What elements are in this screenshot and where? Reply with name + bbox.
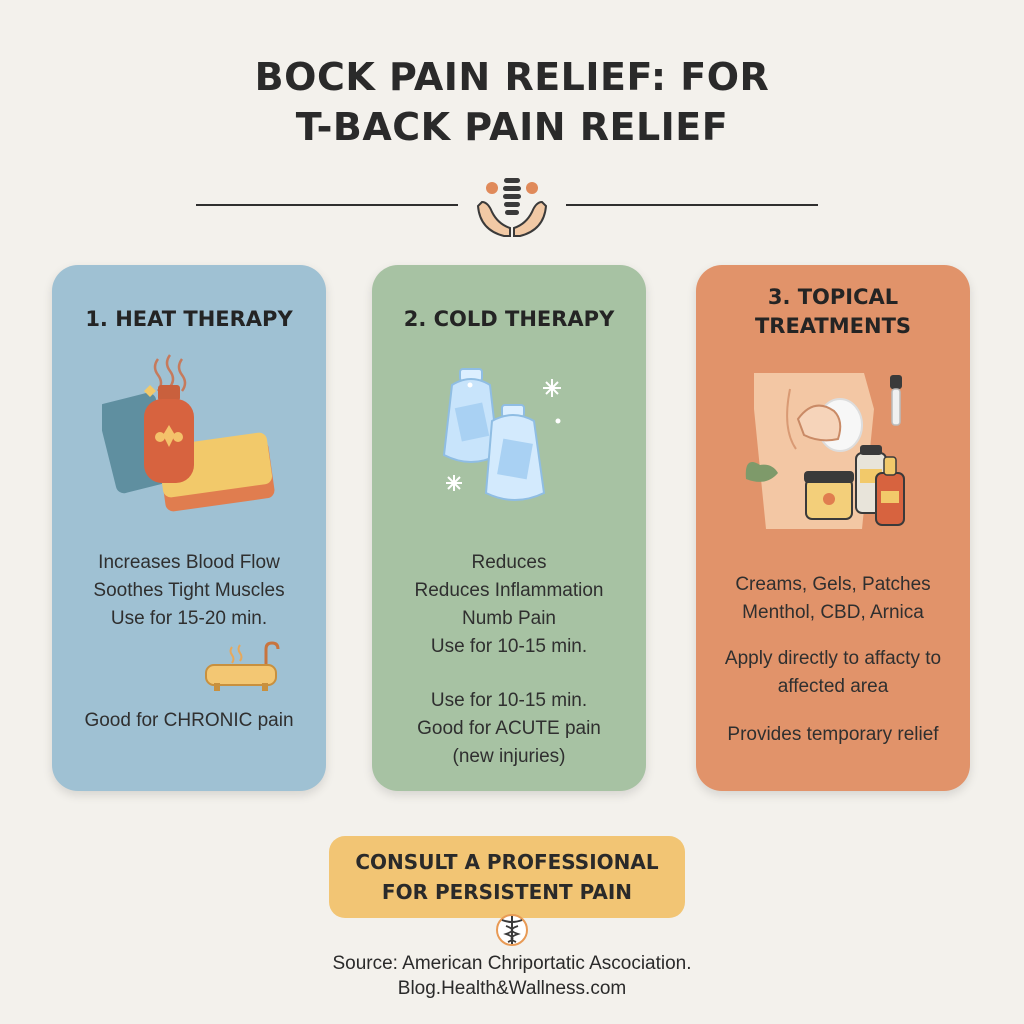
ice-pack-icon <box>442 368 561 501</box>
topical-application: Apply directly to affacty to affected ar… <box>696 645 970 701</box>
heat-therapy-title: 1. HEAT THERAPY <box>85 307 293 331</box>
heat-line-2: Soothes Tight Muscles <box>93 580 285 601</box>
hot-water-bottle-icon <box>102 354 275 512</box>
cold-therapy-card: 2. COLD THERAPY Reduces Reduces Inflamma… <box>372 265 646 791</box>
topical-line-1: Creams, Gels, Patches <box>735 574 931 595</box>
divider-left <box>196 204 458 206</box>
cold-line-2: Reduces Inflammation <box>414 580 604 601</box>
topical-line-2: Menthol, CBD, Arnica <box>742 602 924 623</box>
source-line-2: Blog.Health&Wallness.com <box>397 978 627 999</box>
topical-products: Creams, Gels, Patches Menthol, CBD, Arni… <box>696 571 970 627</box>
cta-line-1: CONSULT A PROFESSIONAL <box>355 850 659 874</box>
heat-line-1: Increases Blood Flow <box>98 552 280 573</box>
heat-line-3: Use for 15-20 min. <box>110 608 268 629</box>
title-line-2: T-BACK PAIN RELIEF <box>295 105 729 149</box>
topical-cream-icon <box>745 373 905 529</box>
heat-therapy-benefits: Increases Blood Flow Soothes Tight Muscl… <box>52 549 326 633</box>
cold-therapy-footer: Use for 10-15 min. Good for ACUTE pain (… <box>372 687 646 771</box>
cold-therapy-benefits: Reduces Reduces Inflammation Numb Pain U… <box>372 549 646 661</box>
caduceus-icon <box>496 914 528 946</box>
heat-therapy-card: 1. HEAT THERAPY Increases Blood Flow Soo… <box>52 265 326 791</box>
heat-therapy-footer: Good for CHRONIC pain <box>84 710 294 731</box>
cold-line-1: Reduces <box>471 552 547 573</box>
topical-title-line-2: TREATMENTS <box>754 314 912 338</box>
consult-professional-banner: CONSULT A PROFESSIONAL FOR PERSISTENT PA… <box>329 836 685 918</box>
topical-treatments-card: 3. TOPICAL TREATMENTS Creams, Gels, Patc… <box>696 265 970 791</box>
topical-apply-line-1: Apply directly to affacty to <box>724 648 942 669</box>
topical-title-line-1: 3. TOPICAL <box>767 285 899 309</box>
divider-right <box>566 204 818 206</box>
cta-line-2: FOR PERSISTENT PAIN <box>381 880 633 904</box>
cold-footer-line-3: (new injuries) <box>452 746 566 767</box>
topical-footer: Provides temporary relief <box>727 724 939 745</box>
page-title: BOCK PAIN RELIEF: FOR T-BACK PAIN RELIEF <box>0 52 1024 152</box>
bathtub-icon <box>205 641 280 691</box>
topical-apply-line-2: affected area <box>777 676 889 697</box>
cold-footer-line-1: Use for 10-15 min. <box>430 690 588 711</box>
source-line-1: Source: American Chriportatic Ascociatio… <box>332 953 692 974</box>
spine-in-hands-icon <box>476 178 548 237</box>
cold-line-3: Numb Pain <box>462 608 556 629</box>
topical-treatments-title: 3. TOPICAL TREATMENTS <box>696 283 970 341</box>
source-citation: Source: American Chriportatic Ascociatio… <box>0 951 1024 1001</box>
cold-line-4: Use for 10-15 min. <box>430 636 588 657</box>
cold-footer-line-2: Good for ACUTE pain <box>417 718 601 739</box>
title-line-1: BOCK PAIN RELIEF: FOR <box>254 55 770 99</box>
cold-therapy-title: 2. COLD THERAPY <box>403 307 615 331</box>
